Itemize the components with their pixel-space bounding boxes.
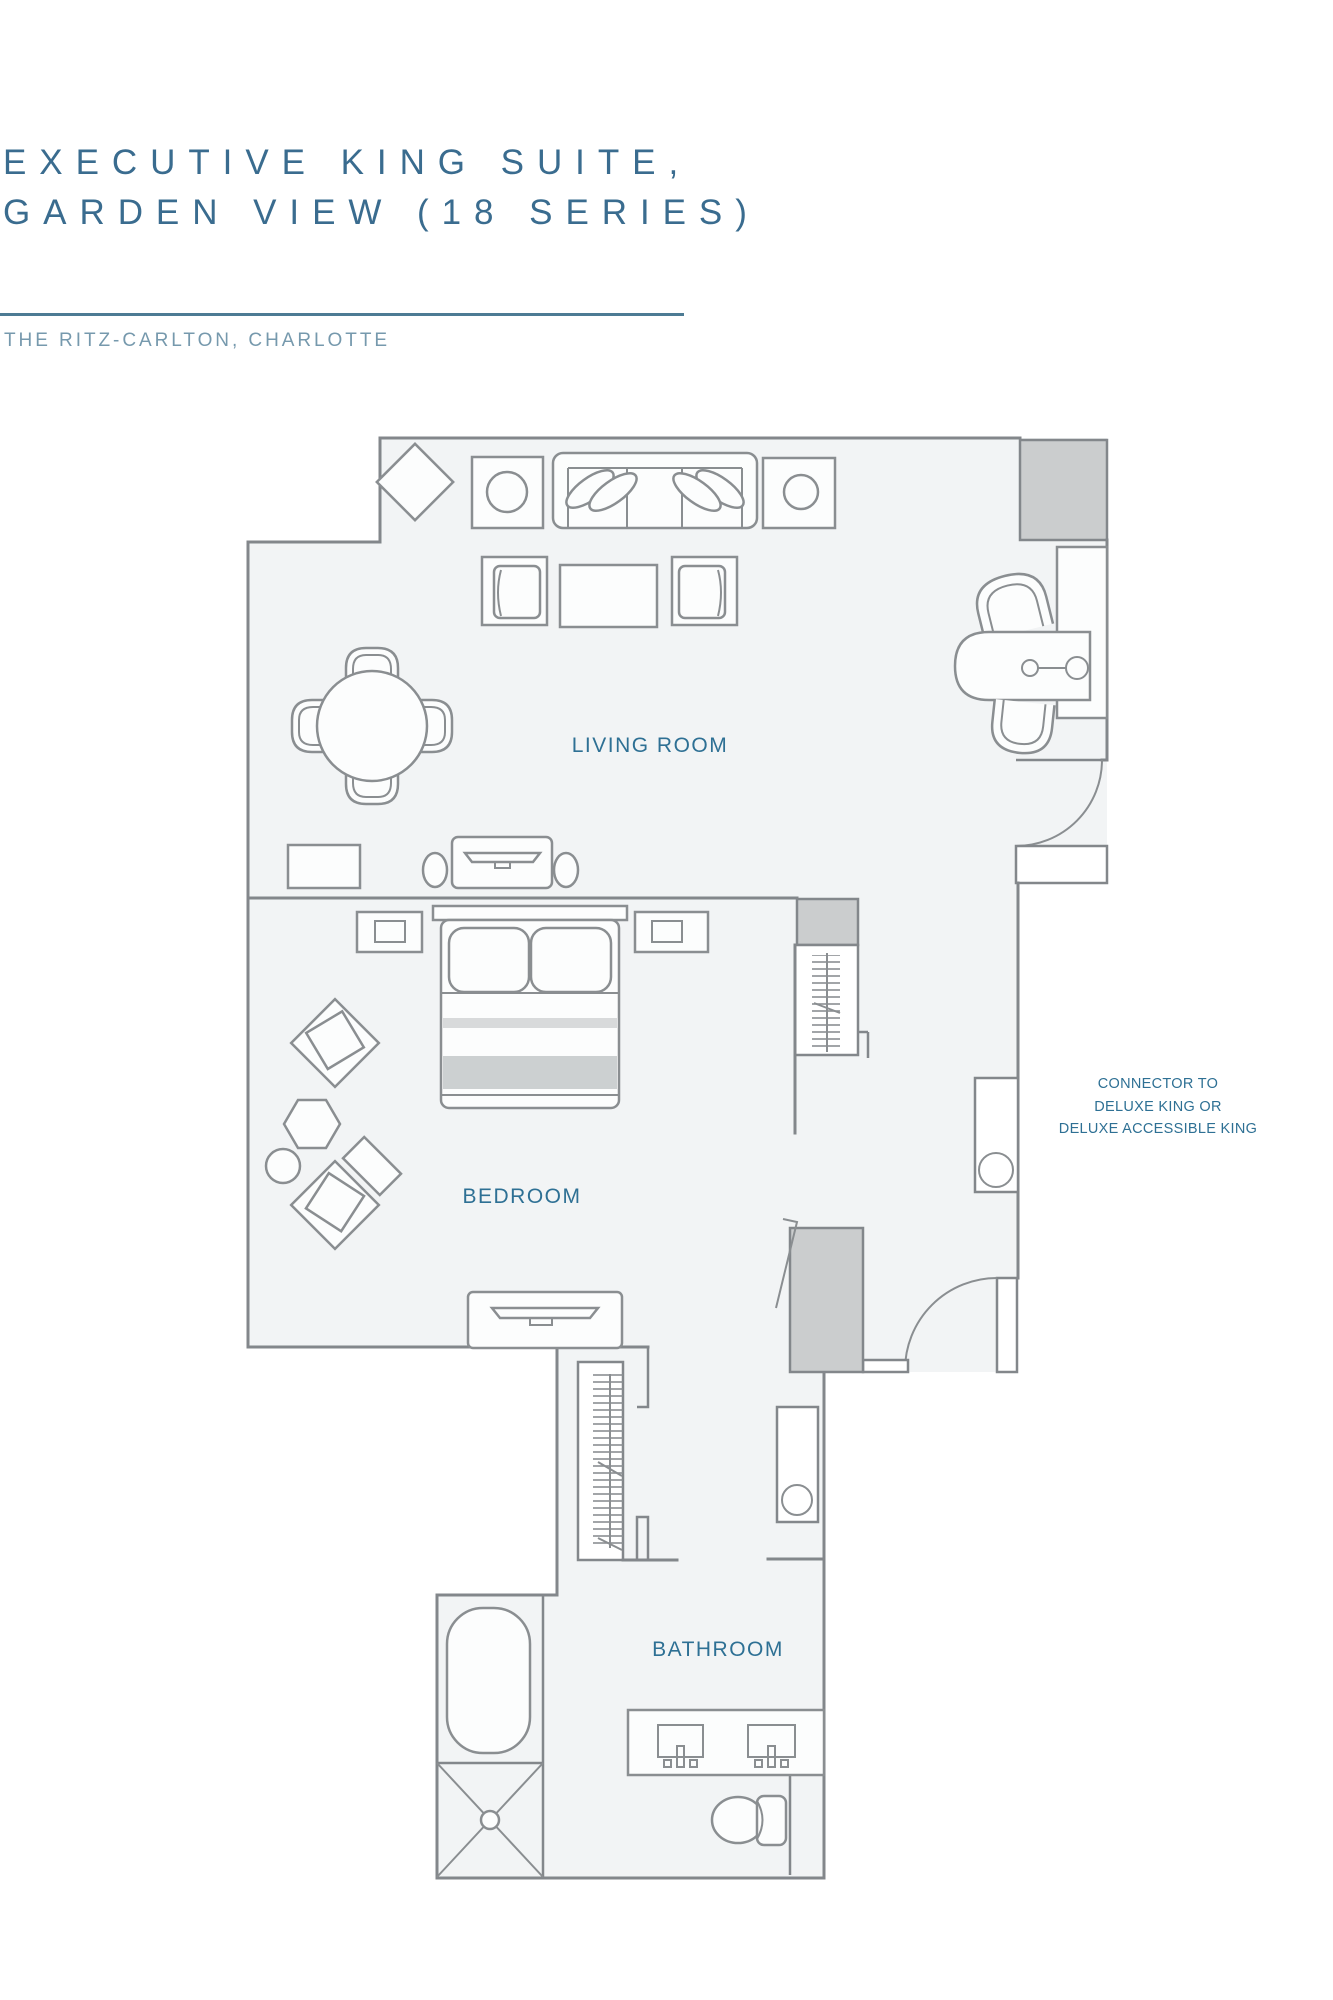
wall-below-connector	[1014, 844, 1109, 885]
table-lamp-right	[782, 473, 820, 511]
walls	[246, 436, 1109, 1880]
page-title-line-2: GARDEN VIEW (18 SERIES)	[3, 193, 760, 232]
connector-note-line-3: DELUXE ACCESSIBLE KING	[1059, 1121, 1257, 1137]
table-lamp-left	[485, 470, 529, 514]
faucet	[676, 1745, 685, 1768]
connector-note-line-2: DELUXE KING OR	[1094, 1099, 1221, 1115]
bedroom-door-leaf	[775, 1218, 799, 1309]
bed-pillow	[529, 926, 613, 994]
connector-note-line-1: CONNECTOR TO	[1098, 1076, 1218, 1092]
corridor-closet-hangers	[593, 1374, 623, 1546]
corridor-closet-rod	[597, 1374, 623, 1551]
entry-door-swing-arc	[904, 1277, 998, 1371]
ottoman	[341, 1135, 403, 1197]
stool-left	[421, 851, 449, 889]
nightstand-left	[355, 910, 424, 954]
king-bed	[431, 904, 629, 1110]
sofa	[551, 451, 759, 530]
living-room-furniture	[286, 442, 1109, 890]
connector-door-swing-arc	[1015, 759, 1103, 847]
desk-chair-upper	[975, 572, 1055, 641]
vanity-double-sink	[626, 1708, 826, 1777]
credenza	[286, 843, 362, 890]
hall-niche-fixture-circle	[978, 1152, 1014, 1188]
armchair-right	[670, 555, 739, 627]
nightstand-right	[633, 910, 710, 954]
dining-table-group	[290, 646, 454, 806]
title-divider-rule	[0, 313, 684, 316]
desk-chair-lower	[990, 698, 1056, 755]
entry-door-leaf	[995, 1276, 1019, 1374]
shower	[436, 1762, 544, 1878]
hexagon-side-table	[282, 1098, 342, 1150]
sofa-pillow	[588, 472, 638, 512]
hall-niche-fixture-circle-2	[781, 1484, 813, 1516]
coffee-table	[558, 563, 659, 629]
accent-table-diamond	[375, 442, 455, 522]
sofa-pillow	[672, 472, 722, 512]
tv-console-bedroom	[466, 1290, 624, 1350]
hall-niche-upper	[973, 1076, 1020, 1194]
tv-console-living	[450, 835, 554, 890]
entry-closet-block	[788, 1226, 865, 1374]
bed-pillow	[447, 926, 531, 994]
toilet	[710, 1794, 788, 1847]
chaise-upper	[289, 997, 381, 1089]
armchair-left	[480, 555, 549, 627]
bedroom-closet-block	[795, 897, 860, 947]
hotel-name-subtitle: THE RITZ-CARLTON, CHARLOTTE	[4, 330, 390, 351]
page-title-line-1: EXECUTIVE KING SUITE,	[3, 143, 692, 182]
bathroom-fixtures	[436, 1606, 826, 1878]
bathroom-label: BATHROOM	[652, 1638, 784, 1661]
stool-right	[552, 851, 580, 889]
bedroom-label: BEDROOM	[462, 1185, 581, 1208]
suite-floor-area	[248, 438, 1107, 1878]
bathtub	[445, 1606, 532, 1755]
entry-wall-stub	[861, 1358, 910, 1374]
structural-block-living-corner	[1018, 438, 1109, 542]
faucet	[767, 1745, 776, 1768]
closet-jamb-top	[637, 1348, 650, 1409]
round-stool	[264, 1147, 302, 1185]
dining-table	[315, 669, 429, 783]
living-room-label: LIVING ROOM	[572, 734, 729, 757]
chaise-lower	[289, 1159, 381, 1251]
closet-jamb-bottom	[635, 1515, 650, 1560]
writing-desk	[953, 630, 1092, 702]
end-table-right	[761, 456, 837, 530]
bedroom-furniture	[264, 904, 710, 1350]
bedroom-closet-rod	[813, 953, 841, 1052]
